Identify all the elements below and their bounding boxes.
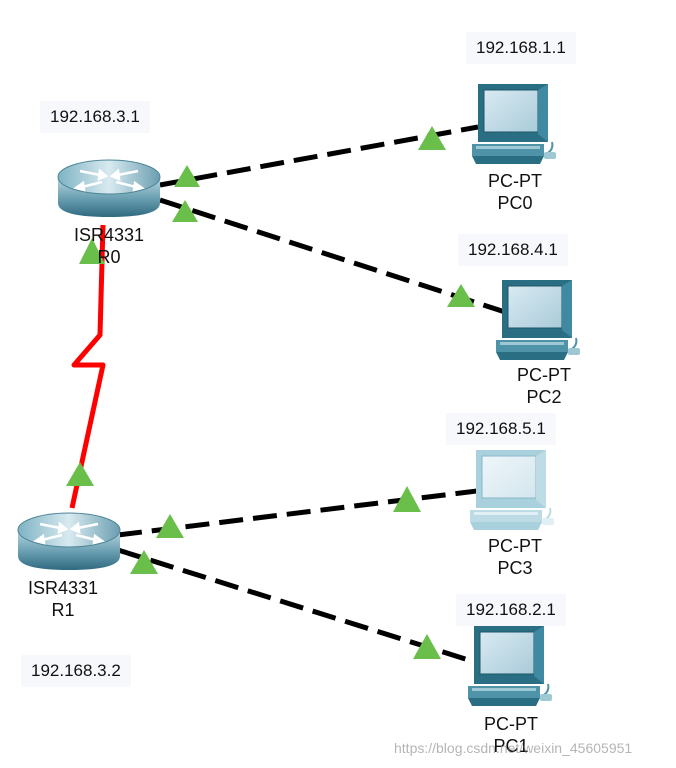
pc1-icon[interactable] bbox=[468, 626, 552, 706]
router-r0-name: R0 bbox=[97, 247, 121, 267]
link-up-indicator bbox=[413, 634, 441, 659]
pc1-name: PC1 bbox=[493, 736, 529, 756]
pc3-icon[interactable] bbox=[470, 450, 554, 530]
pc2-icon[interactable] bbox=[496, 280, 580, 360]
watermark: https://blog.csdn.net/weixin_45605951 bbox=[394, 740, 633, 756]
ethernet-link-r0-pc0[interactable] bbox=[159, 124, 479, 188]
pc3-model: PC-PT bbox=[488, 536, 542, 556]
ethernet-link-r1-pc1[interactable] bbox=[117, 547, 476, 665]
pc3-name: PC3 bbox=[497, 558, 533, 578]
link-up-indicator bbox=[447, 284, 475, 307]
pc0-label: PC-PT PC0 bbox=[470, 170, 560, 214]
links bbox=[69, 124, 506, 665]
router-r0-model: ISR4331 bbox=[73, 225, 145, 245]
router-r1-label: ISR4331 R1 bbox=[18, 577, 108, 621]
ip-note-r1: 192.168.3.2 bbox=[21, 655, 131, 687]
ip-note-r0: 192.168.3.1 bbox=[40, 101, 150, 133]
serial-link-r0-r1[interactable] bbox=[69, 224, 106, 509]
link-up-indicator bbox=[172, 200, 198, 222]
ip-note-pc1: 192.168.2.1 bbox=[456, 594, 566, 626]
pc1-model: PC-PT bbox=[484, 714, 538, 734]
pc2-model: PC-PT bbox=[517, 365, 571, 385]
pc2-name: PC2 bbox=[526, 387, 562, 407]
link-status-indicators bbox=[66, 126, 475, 659]
router-r0-label: ISR4331 R0 bbox=[64, 224, 154, 268]
ip-note-pc2: 192.168.4.1 bbox=[458, 234, 568, 266]
router-r1-icon[interactable] bbox=[17, 512, 121, 570]
pc0-icon[interactable] bbox=[472, 84, 556, 164]
link-up-indicator bbox=[418, 126, 446, 150]
link-up-indicator bbox=[79, 238, 105, 264]
pc0-name: PC0 bbox=[497, 193, 533, 213]
router-r1-model: ISR4331 bbox=[27, 578, 99, 598]
router-r0-icon[interactable] bbox=[57, 159, 161, 217]
link-up-indicator bbox=[66, 462, 94, 486]
link-up-indicator bbox=[156, 514, 184, 538]
link-up-indicator bbox=[393, 486, 421, 512]
link-up-indicator bbox=[130, 550, 158, 574]
router-r1-name: R1 bbox=[51, 600, 75, 620]
ip-note-pc0: 192.168.1.1 bbox=[466, 32, 576, 64]
ip-note-pc3: 192.168.5.1 bbox=[446, 413, 556, 445]
ethernet-link-r0-pc2[interactable] bbox=[159, 197, 506, 315]
pc1-label: PC-PT PC1 bbox=[466, 713, 556, 757]
pc3-label: PC-PT PC3 bbox=[470, 535, 560, 579]
link-up-indicator bbox=[174, 165, 200, 187]
pc2-label: PC-PT PC2 bbox=[499, 364, 589, 408]
pc0-model: PC-PT bbox=[488, 171, 542, 191]
ethernet-link-r1-pc3[interactable] bbox=[117, 487, 486, 538]
